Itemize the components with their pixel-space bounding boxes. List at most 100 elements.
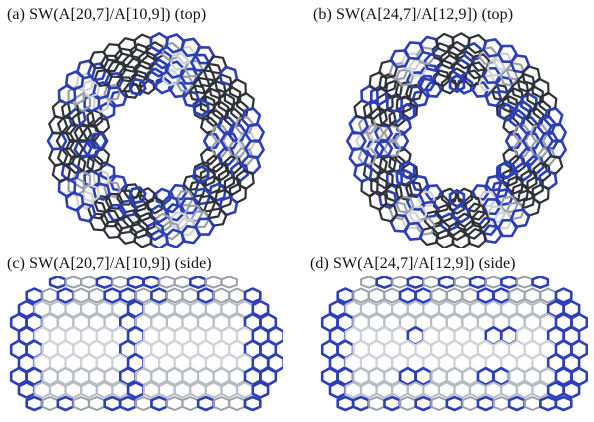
carbon-ring: [150, 204, 168, 224]
carbon-ring: [227, 140, 247, 158]
carbon-ring: [507, 395, 526, 412]
carbon-ring: [134, 203, 153, 222]
carbon-ring: [83, 169, 101, 189]
carbon-ring: [471, 53, 491, 72]
carbon-ring: [180, 37, 201, 58]
lattice-group: [320, 276, 588, 412]
carbon-ring: [154, 187, 172, 206]
carbon-ring: [526, 85, 544, 106]
carbon-ring: [93, 116, 111, 134]
carbon-ring: [422, 276, 440, 289]
carbon-ring: [369, 85, 388, 106]
carbon-ring: [525, 155, 545, 175]
carbon-ring: [436, 203, 455, 223]
carbon-ring: [408, 205, 428, 223]
carbon-ring: [67, 176, 85, 197]
carbon-ring: [420, 200, 440, 219]
carbon-ring: [351, 395, 370, 412]
carbon-ring: [509, 54, 531, 74]
carbon-ring: [92, 81, 111, 100]
carbon-ring: [448, 221, 466, 241]
carbon-ring: [362, 162, 382, 182]
carbon-ring: [399, 396, 417, 411]
carbon-ring: [523, 396, 542, 411]
carbon-ring: [130, 219, 149, 239]
carbon-ring: [521, 132, 541, 150]
carbon-ring: [420, 63, 440, 82]
carbon-ring: [394, 81, 413, 100]
carbon-ring: [64, 276, 82, 289]
carbon-ring: [142, 381, 160, 399]
carbon-ring: [223, 175, 242, 196]
carbon-ring: [375, 276, 394, 289]
carbon-ring: [104, 192, 124, 210]
carbon-ring: [476, 287, 495, 304]
carbon-ring: [111, 381, 129, 399]
carbon-ring: [173, 276, 192, 289]
carbon-ring: [64, 140, 85, 158]
defect-ring: [448, 73, 466, 94]
carbon-ring: [220, 276, 238, 289]
carbon-ring: [165, 228, 185, 248]
carbon-ring: [75, 189, 95, 210]
carbon-ring: [64, 70, 85, 91]
carbon-ring: [64, 124, 85, 142]
carbon-ring: [92, 169, 110, 188]
carbon-ring: [103, 395, 122, 412]
carbon-ring: [126, 276, 145, 289]
carbon-ring: [161, 41, 181, 62]
carbon-ring: [401, 52, 421, 71]
carbon-ring: [205, 276, 223, 289]
carbon-ring: [352, 287, 370, 304]
carbon-ring: [432, 69, 451, 88]
carbon-ring: [336, 395, 355, 412]
carbon-ring: [519, 147, 538, 166]
carbon-ring: [181, 396, 199, 411]
carbon-ring: [417, 190, 436, 208]
carbon-ring: [228, 396, 246, 411]
carbon-ring: [529, 124, 549, 142]
carbon-ring: [116, 189, 135, 206]
carbon-ring: [41, 367, 59, 386]
carbon-ring: [76, 59, 97, 80]
carbon-ring: [348, 115, 369, 135]
carbon-ring: [445, 287, 464, 304]
carbon-ring: [376, 169, 394, 190]
carbon-ring: [360, 276, 378, 289]
carbon-ring: [414, 395, 433, 412]
carbon-ring: [103, 83, 122, 102]
carbon-ring: [516, 381, 534, 399]
lattice-group: [9, 276, 283, 412]
carbon-ring: [146, 196, 163, 215]
carbon-ring: [88, 287, 106, 304]
carbon-ring: [461, 287, 479, 304]
carbon-ring: [516, 276, 534, 289]
carbon-ring: [228, 287, 246, 304]
carbon-ring: [25, 395, 44, 412]
carbon-ring: [448, 67, 465, 86]
carbon-ring: [440, 50, 458, 70]
carbon-ring: [414, 366, 433, 387]
carbon-ring: [419, 35, 440, 56]
carbon-ring: [138, 187, 156, 205]
carbon-ring: [508, 109, 526, 128]
carbon-ring: [95, 276, 114, 289]
carbon-ring: [93, 148, 111, 166]
carbon-ring: [486, 59, 506, 77]
carbon-ring: [531, 276, 550, 289]
carbon-ring: [554, 287, 573, 304]
carbon-ring: [83, 93, 101, 113]
carbon-ring: [369, 155, 388, 175]
carbon-ring: [500, 276, 518, 289]
carbon-ring: [365, 124, 385, 142]
carbon-ring: [539, 287, 557, 304]
defect-ring: [399, 102, 416, 122]
carbon-ring: [92, 182, 111, 201]
carbon-ring: [223, 86, 242, 107]
carbon-ring: [437, 276, 456, 289]
defect-ring: [88, 132, 108, 150]
defect-ring: [399, 160, 416, 180]
carbon-ring: [360, 381, 378, 399]
carbon-ring: [403, 41, 425, 61]
carbon-ring: [422, 381, 440, 399]
